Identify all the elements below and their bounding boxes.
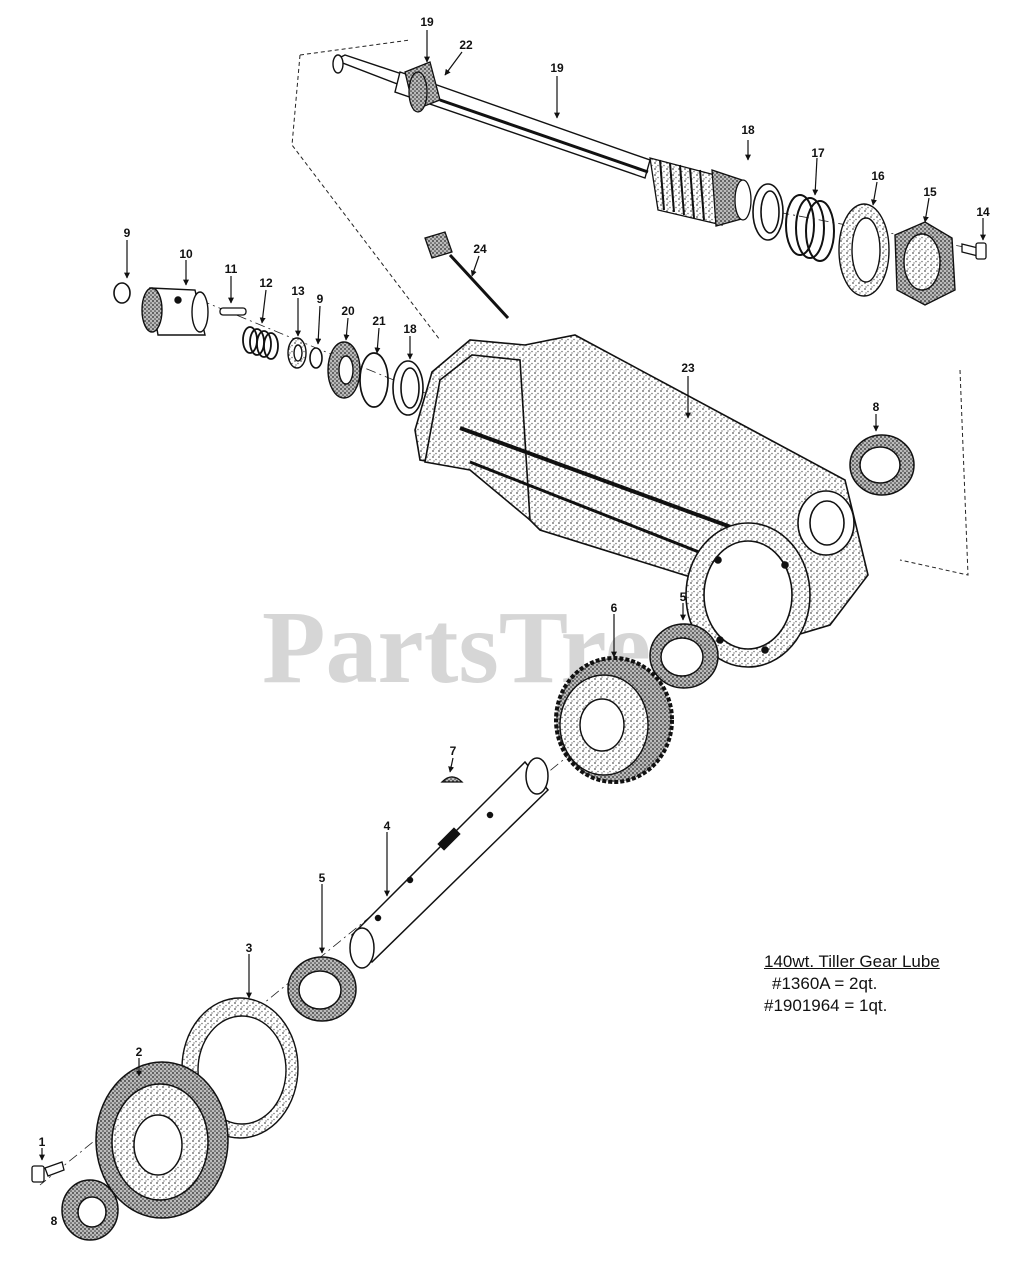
callout-21: 21 bbox=[372, 314, 386, 328]
end-cover-2 bbox=[95, 1061, 229, 1219]
callout-8-right: 8 bbox=[873, 400, 880, 414]
callout-11: 11 bbox=[225, 262, 238, 276]
bearing-8-right bbox=[849, 434, 915, 496]
bolt-1 bbox=[31, 1161, 65, 1183]
pin-11 bbox=[219, 307, 247, 316]
seal-8-lower bbox=[61, 1179, 119, 1241]
dipstick-24 bbox=[424, 231, 510, 320]
callout-18-left: 18 bbox=[403, 322, 417, 336]
callout-22: 22 bbox=[459, 38, 473, 52]
bolt-14 bbox=[961, 242, 987, 260]
callout-1: 1 bbox=[39, 1135, 46, 1149]
axle-shaft-4 bbox=[349, 757, 550, 969]
callout-10: 10 bbox=[179, 247, 193, 261]
callout-19: 19 bbox=[550, 61, 564, 75]
callout-2: 2 bbox=[136, 1045, 143, 1059]
snap-ring-9-center bbox=[309, 347, 323, 369]
gasket-16 bbox=[838, 203, 890, 297]
callout-23: 23 bbox=[681, 361, 695, 375]
callout-15: 15 bbox=[923, 185, 937, 199]
callout-numbers: 19 22 19 18 17 16 15 14 9 10 11 12 13 9 … bbox=[39, 15, 990, 1228]
callout-9-center: 9 bbox=[317, 292, 324, 306]
callout-24: 24 bbox=[473, 242, 487, 256]
callout-20: 20 bbox=[341, 304, 355, 318]
dashed-group-outline bbox=[291, 39, 969, 576]
gear-lube-title: 140wt. Tiller Gear Lube bbox=[764, 952, 940, 971]
callout-18-top: 18 bbox=[741, 123, 755, 137]
callout-19-top-left: 19 bbox=[420, 15, 434, 29]
callout-8-lower: 8 bbox=[51, 1214, 58, 1228]
spring-17 bbox=[785, 194, 835, 262]
callout-7: 7 bbox=[450, 744, 457, 758]
bearing-cone-22 bbox=[404, 61, 441, 113]
gear-lube-note: 140wt. Tiller Gear Lube #1360A = 2qt. #1… bbox=[764, 951, 940, 1017]
key-7 bbox=[440, 776, 464, 783]
callout-13: 13 bbox=[291, 284, 305, 298]
gear-lube-line-2: #1901964 = 1qt. bbox=[764, 996, 888, 1015]
callout-4: 4 bbox=[384, 819, 391, 833]
callout-17: 17 bbox=[811, 146, 825, 160]
snap-ring-9-left bbox=[113, 282, 131, 304]
callout-5-lower: 5 bbox=[319, 871, 326, 885]
callout-6: 6 bbox=[611, 601, 618, 615]
callout-3: 3 bbox=[246, 941, 253, 955]
callout-14: 14 bbox=[976, 205, 990, 219]
end-cap-15 bbox=[894, 221, 956, 306]
bearing-5-lower bbox=[287, 956, 357, 1022]
gear-lube-line-1: #1360A = 2qt. bbox=[772, 974, 878, 993]
worm-gear-section bbox=[649, 157, 752, 227]
bearing-cup-18-top bbox=[752, 183, 784, 241]
coupling-10 bbox=[141, 287, 209, 336]
snap-ring-21 bbox=[359, 352, 389, 408]
callout-leaders bbox=[39, 30, 986, 1161]
bearing-20 bbox=[327, 341, 361, 399]
callout-12: 12 bbox=[259, 276, 273, 290]
washer-13 bbox=[287, 337, 307, 369]
spring-12 bbox=[242, 326, 279, 360]
callout-5-upper: 5 bbox=[680, 590, 687, 604]
worm-shaft-19 bbox=[332, 54, 651, 179]
gear-6 bbox=[554, 656, 674, 784]
bearing-5-upper bbox=[649, 623, 719, 689]
gear-housing-23 bbox=[414, 334, 869, 668]
bearing-cup-18-left bbox=[392, 360, 424, 416]
callout-16: 16 bbox=[871, 169, 885, 183]
callout-9-left: 9 bbox=[124, 226, 131, 240]
